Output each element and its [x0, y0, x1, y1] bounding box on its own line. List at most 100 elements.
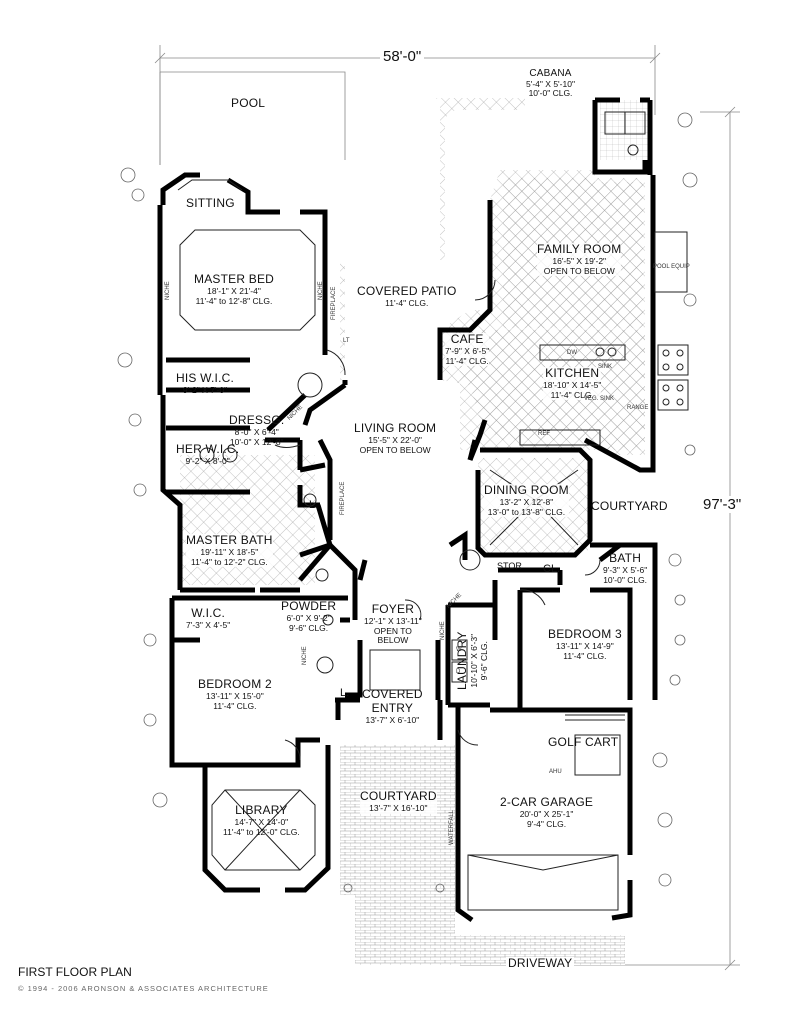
linen-label-2: L.	[340, 687, 350, 699]
room-pool: POOL	[231, 96, 266, 111]
room-ceiling-2: BELOW	[377, 635, 409, 646]
room-ceiling: OPEN TO	[373, 625, 412, 636]
washer-label: W	[456, 647, 462, 653]
room-wic: W.I.C. 7'-3" X 4'-5"	[186, 606, 231, 631]
room-name: COVERED	[362, 687, 423, 701]
room-dressg: DRESSG. 8'-0" X 6'-4" 10'-0" X 12'-8"	[229, 413, 285, 447]
room-size: 18'-1" X 21'-4"	[207, 285, 261, 296]
room-ceiling: OPEN TO BELOW	[359, 444, 431, 455]
room-name: BEDROOM 2	[198, 677, 272, 691]
dishwasher-label: DW	[567, 350, 577, 356]
room-name: GOLF CART	[548, 735, 619, 749]
room-name: LAUNDRY	[455, 631, 469, 690]
room-name: COURTYARD	[360, 789, 437, 803]
sink-label: SINK	[598, 364, 613, 370]
room-ceiling: 10'-0" CLG.	[528, 88, 573, 99]
room-name: BEDROOM 3	[548, 627, 622, 641]
room-2-car-garage: 2-CAR GARAGE 20'-0" X 25'-1" 9'-4" CLG.	[500, 795, 593, 829]
room-size: 7'-3" X 4'-5"	[186, 619, 231, 630]
room-name-2: ENTRY	[371, 700, 414, 715]
room-size: 13'-2" X 12'-8"	[499, 496, 554, 507]
room-ceiling: OPEN TO BELOW	[543, 265, 615, 276]
room-name: MASTER BATH	[186, 533, 273, 547]
room-ceiling: 10'-0" X 12'-8"	[229, 436, 284, 447]
room-name: COURTYARD	[591, 499, 668, 513]
lt-label: LT	[343, 338, 350, 344]
refrigerator-label: REF	[538, 431, 550, 437]
room-bedroom-2: BEDROOM 2 13'-11" X 15'-0" 11'-4" CLG.	[198, 677, 272, 711]
room-ceiling: 11'-4" CLG.	[550, 389, 594, 400]
room-covered-patio: COVERED PATIO 11'-4" CLG.	[357, 284, 457, 309]
room-name: W.I.C.	[191, 606, 226, 620]
landscape-shrubs	[117, 112, 698, 893]
room-size: 6'-0" X 9'-2"	[286, 612, 331, 623]
room-foyer: FOYER 12'-1" X 13'-11" OPEN TO BELOW	[364, 602, 422, 646]
room-covered-entry: COVERED ENTRY 13'-7" X 6'-10"	[362, 687, 423, 725]
room-ceiling: 11'-4" CLG.	[385, 297, 429, 308]
range-label: RANGE	[627, 405, 649, 411]
room-size: 9'-3" X 5'-6"	[603, 564, 648, 575]
interior-thin-lines	[177, 111, 689, 911]
room-name: SITTING	[186, 196, 235, 210]
room-size: 13'-7" X 6'-10"	[365, 714, 420, 725]
room-master-bath: MASTER BATH 19'-11" X 18'-5" 11'-4" to 1…	[186, 533, 273, 568]
room-size: 13'-11" X 14'-9"	[556, 640, 614, 651]
pool-outline	[159, 71, 346, 165]
fireplace-label-2: FIREPLACE	[340, 481, 346, 515]
room-ceiling: 11'-4" CLG.	[445, 355, 489, 366]
room-size: 7'-9" X 6'-5"	[445, 345, 490, 356]
room-her-wic: HER W.I.C. 9'-2" X 8'-0"	[176, 442, 240, 467]
room-cabana: CABANA 5'-4" X 5'-10" 10'-0" CLG.	[526, 68, 575, 99]
room-golf-cart: GOLF CART	[548, 735, 619, 750]
niche-label-1: NICHE	[165, 281, 171, 300]
room-dining-room: DINING ROOM 13'-2" X 12'-8" 13'-0" to 13…	[484, 483, 569, 518]
width-dimension: 58'-0"	[380, 48, 425, 65]
room-sitting: SITTING	[186, 196, 235, 211]
room-name: BATH	[609, 551, 642, 565]
room-kitchen: KITCHEN 18'-10" X 14'-5" 11'-4" CLG.	[543, 366, 602, 401]
room-ceiling: 11'-4" CLG.	[563, 650, 607, 661]
room-name: DRESSG.	[229, 413, 285, 427]
room-ceiling: 11'-4" CLG.	[213, 700, 257, 711]
room-laundry: LAUNDRY 10'-10" X 6'-3" 9'-6" CLG.	[455, 631, 489, 690]
room-name: POWDER	[281, 599, 337, 613]
room-ceiling: 11'-4" to 12'-0" CLG.	[223, 826, 300, 837]
room-family-room: FAMILY ROOM 16'-5" X 19'-2" OPEN TO BELO…	[537, 242, 622, 277]
room-living-room: LIVING ROOM 15'-5" X 22'-0" OPEN TO BELO…	[354, 421, 436, 455]
room-ceiling: 11'-4" to 12'-2" CLG.	[190, 556, 268, 567]
room-name: KITCHEN	[545, 366, 600, 380]
room-ceiling: 9'-4" CLG.	[526, 818, 567, 829]
room-cafe: CAFE 7'-9" X 6'-5" 11'-4" CLG.	[445, 332, 490, 367]
room-size: 18'-10" X 14'-5"	[543, 379, 602, 390]
room-name: CAFE	[450, 332, 484, 346]
room-size: 13'-7" X 16'-10"	[369, 802, 428, 813]
room-library: LIBRARY 14'-7" X 14'-0" 11'-4" to 12'-0"…	[223, 803, 300, 837]
room-name: FOYER	[371, 602, 415, 616]
ahu-label: AHU	[549, 769, 562, 775]
room-his-wic: HIS W.I.C. 9'-2" X 7'-0"	[176, 371, 234, 396]
room-size: 5'-4" X 5'-10"	[526, 78, 575, 89]
linen-label-1: L.	[309, 499, 319, 511]
room-bath: BATH 9'-3" X 5'-6" 10'-0" CLG.	[603, 551, 648, 585]
room-size: 14'-7" X 14'-0"	[234, 816, 289, 827]
room-master-bed: MASTER BED 18'-1" X 21'-4" 11'-4" to 12'…	[194, 272, 274, 306]
driveway-paving	[355, 895, 625, 965]
room-name: DRIVEWAY	[508, 956, 573, 970]
room-powder: POWDER 6'-0" X 9'-2" 9'-6" CLG.	[281, 599, 337, 633]
waterfall-label: WATERFALL	[449, 809, 455, 845]
niche-label-5: NICHE	[440, 621, 446, 640]
depth-dimension: 97'-3"	[700, 496, 745, 513]
room-courtyard-east: COURTYARD	[591, 499, 668, 514]
room-size: 16'-5" X 19'-2"	[552, 255, 607, 266]
fireplace-label-1: FIREPLACE	[331, 286, 337, 320]
room-name: POOL	[231, 96, 266, 110]
room-ceiling: 11'-4" to 12'-8" CLG.	[195, 295, 273, 306]
room-size: 20'-0" X 25'-1"	[519, 808, 574, 819]
closet-label: CL.	[543, 563, 561, 575]
room-name: HER W.I.C.	[176, 442, 240, 456]
veg-sink-label: VEG. SINK	[584, 396, 615, 402]
stor-label: STOR	[497, 561, 522, 571]
room-size: 9'-2" X 8'-0"	[185, 455, 230, 466]
room-ceiling: 10'-0" CLG.	[603, 574, 648, 585]
room-name: COVERED PATIO	[357, 284, 457, 298]
